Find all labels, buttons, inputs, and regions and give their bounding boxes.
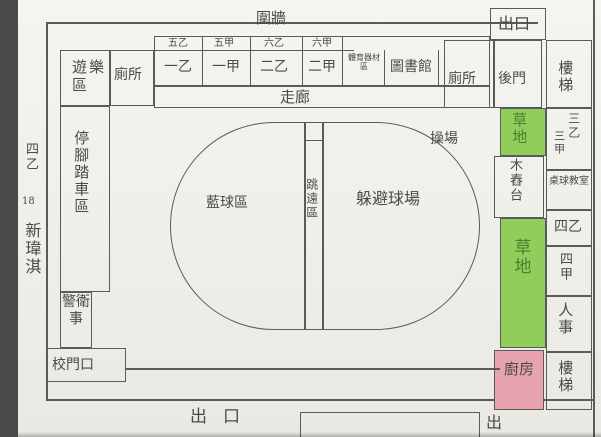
track xyxy=(170,122,480,330)
cls-6-2: 六乙 xyxy=(264,38,284,49)
wooden-stage-box xyxy=(494,156,544,218)
author-name: 新瑋淇 xyxy=(22,222,42,276)
playground-area-label: 遊樂區 xyxy=(72,58,106,94)
guard-label: 警衛事 xyxy=(62,294,90,328)
page-shadow xyxy=(18,432,601,437)
wall-line xyxy=(46,22,538,24)
lawn-bottom-box xyxy=(500,218,546,348)
cls-4-1-box xyxy=(546,246,592,296)
playground-area-text: 遊樂區 xyxy=(72,58,107,94)
kitchen-label: 廚房 xyxy=(502,360,536,380)
wall-label: 圍牆 xyxy=(256,9,287,27)
cls-4-1: 四甲 xyxy=(556,252,572,282)
div-5 xyxy=(384,50,385,86)
div-6 xyxy=(438,50,439,86)
cls-5-1: 五甲 xyxy=(214,38,234,49)
toilet-right-box xyxy=(444,40,494,108)
playground-area-box xyxy=(60,50,110,106)
kitchen-box xyxy=(494,350,544,410)
cls-1-2: 一乙 xyxy=(164,59,192,75)
bike-parking-label: 停腳踏車區 xyxy=(72,130,91,215)
back-gate-box xyxy=(494,40,542,108)
dodgeball-label: 躲避球場 xyxy=(356,189,421,208)
cls-3-box xyxy=(546,108,592,170)
cls-3-1: 三甲 xyxy=(552,130,566,156)
toilet-right-label: 廁所 xyxy=(448,71,476,87)
cls-2-1: 二甲 xyxy=(308,59,336,75)
div-4 xyxy=(342,36,343,86)
cls-5-2: 五乙 xyxy=(168,38,188,49)
table-tennis: 桌球教室 xyxy=(548,176,590,187)
lawn-top-box xyxy=(500,108,546,156)
author-class: 四乙 xyxy=(22,142,38,172)
corridor-box xyxy=(154,86,490,108)
school-gate-box xyxy=(46,348,126,382)
wooden-stage-label: 木舂台 xyxy=(506,158,522,203)
cls-1-1: 一甲 xyxy=(212,59,240,75)
exit-bottom-label: 出口 xyxy=(190,407,256,427)
stairs-top-box xyxy=(546,40,592,108)
classroom-block xyxy=(154,36,490,86)
div-2 xyxy=(250,36,251,86)
long-jump-top xyxy=(304,140,323,142)
bottom-wall-line xyxy=(46,399,594,401)
cls-3-2: 三乙 xyxy=(566,112,581,140)
lawn-bottom-label: 草地 xyxy=(510,238,531,276)
author-number: 18 xyxy=(22,196,35,207)
kitchen-text: 廚房 xyxy=(503,360,534,378)
school-gate-label: 校門口 xyxy=(52,357,94,373)
long-jump-left xyxy=(304,122,306,330)
cls-6-1: 六甲 xyxy=(312,38,332,49)
table-tennis-text: 桌球教室 xyxy=(549,176,589,187)
exit-bottom-right xyxy=(300,412,480,437)
playfield-label: 操場 xyxy=(430,131,458,147)
personnel: 人事 xyxy=(556,302,575,336)
inner-bottom-line xyxy=(126,368,500,370)
exit-top xyxy=(490,8,546,40)
div-3 xyxy=(302,36,303,86)
toilet-left-label: 廁所 xyxy=(114,67,142,83)
cls-4-2: 四乙 xyxy=(554,219,582,235)
back-gate-label: 後門 xyxy=(498,71,526,87)
library: 圖書館 xyxy=(390,59,432,75)
table-tennis-box xyxy=(546,170,592,210)
lawn-top-label: 草地 xyxy=(510,112,529,146)
cls-4-2-box xyxy=(546,210,592,246)
exit-top-label: 出口 xyxy=(498,14,531,33)
exit-bottom-right-label: 出 xyxy=(486,413,503,432)
left-wall-line xyxy=(46,22,48,400)
toilet-left-box xyxy=(110,50,154,106)
school-map: 圍牆 出口 遊樂區 廁所 五乙 五甲 六乙 六甲 一乙 一甲 二乙 二甲 體育器… xyxy=(18,0,601,437)
classroom-divider xyxy=(154,50,354,51)
cls-2-2: 二乙 xyxy=(260,59,288,75)
bike-parking-box xyxy=(60,106,110,292)
long-jump-label: 跳遠區 xyxy=(304,178,319,220)
stairs-bottom-label: 樓梯 xyxy=(556,360,575,394)
right-edge-line xyxy=(593,0,595,437)
personnel-box xyxy=(546,296,592,352)
long-jump-right xyxy=(322,122,324,330)
corridor-label: 走廊 xyxy=(280,88,311,106)
guard-text: 警衛事 xyxy=(62,294,90,327)
stairs-bottom-box xyxy=(546,352,592,410)
guard-box xyxy=(60,292,92,348)
sports-storage: 體育器材區 xyxy=(346,53,382,72)
div-1 xyxy=(202,36,203,86)
sports-storage-text: 體育器材區 xyxy=(348,53,380,71)
stairs-top-label: 樓梯 xyxy=(556,60,575,94)
basketball-label: 藍球區 xyxy=(206,195,248,211)
